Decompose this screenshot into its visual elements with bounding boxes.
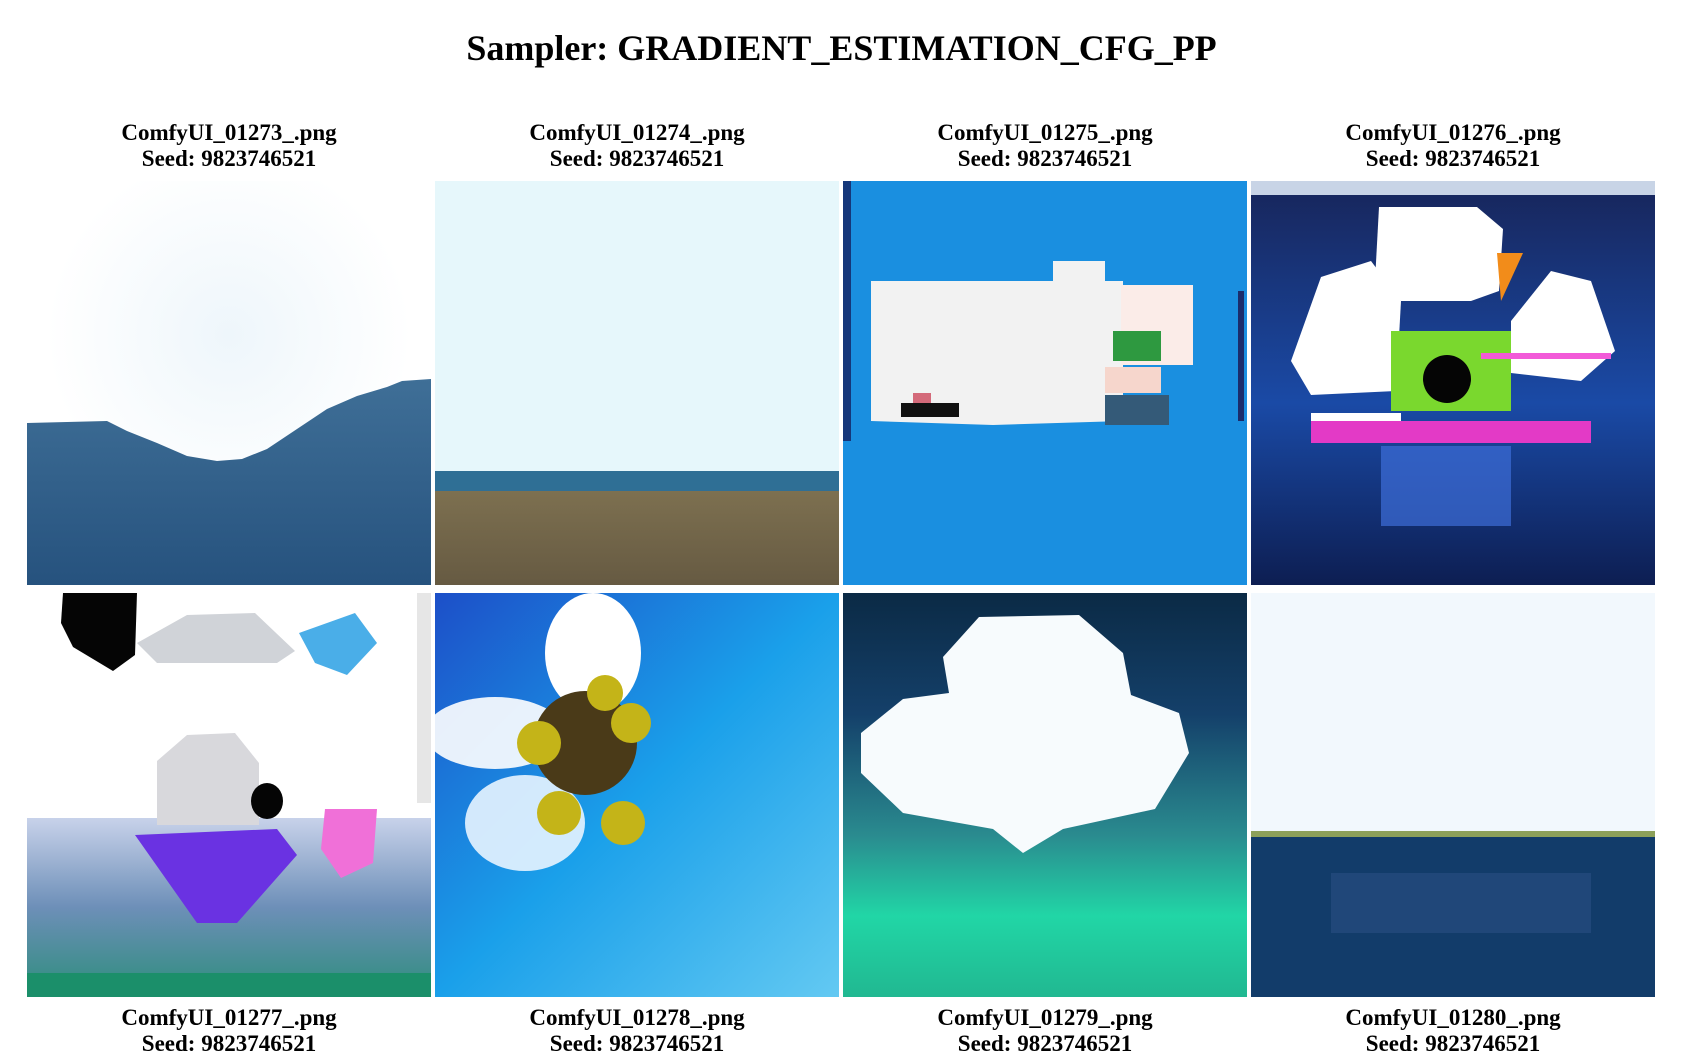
image-filename: ComfyUI_01275_.png <box>937 120 1153 145</box>
generated-image <box>843 593 1247 997</box>
image-filename: ComfyUI_01276_.png <box>1345 120 1561 145</box>
generated-image <box>843 181 1247 585</box>
image-seed: Seed: 9823746521 <box>549 1031 725 1056</box>
generated-image <box>435 181 839 585</box>
page-title: Sampler: GRADIENT_ESTIMATION_CFG_PP <box>466 28 1217 68</box>
image-seed: Seed: 9823746521 <box>957 146 1133 171</box>
generated-image <box>27 593 431 997</box>
image-caption: ComfyUI_01276_.png Seed: 9823746521 <box>1251 120 1655 172</box>
image-seed: Seed: 9823746521 <box>1365 146 1541 171</box>
image-caption: ComfyUI_01277_.png Seed: 9823746521 <box>27 1005 431 1057</box>
image-seed: Seed: 9823746521 <box>549 146 725 171</box>
image-filename: ComfyUI_01278_.png <box>529 1005 745 1030</box>
generated-image <box>1251 181 1655 585</box>
image-caption: ComfyUI_01280_.png Seed: 9823746521 <box>1251 1005 1655 1057</box>
generated-image <box>435 593 839 997</box>
image-filename: ComfyUI_01279_.png <box>937 1005 1153 1030</box>
image-filename: ComfyUI_01277_.png <box>121 1005 337 1030</box>
image-filename: ComfyUI_01274_.png <box>529 120 745 145</box>
image-caption: ComfyUI_01278_.png Seed: 9823746521 <box>435 1005 839 1057</box>
image-seed: Seed: 9823746521 <box>141 1031 317 1056</box>
image-filename: ComfyUI_01273_.png <box>121 120 337 145</box>
image-caption: ComfyUI_01273_.png Seed: 9823746521 <box>27 120 431 172</box>
image-seed: Seed: 9823746521 <box>141 146 317 171</box>
image-filename: ComfyUI_01280_.png <box>1345 1005 1561 1030</box>
image-caption: ComfyUI_01274_.png Seed: 9823746521 <box>435 120 839 172</box>
generated-image <box>1251 593 1655 997</box>
image-seed: Seed: 9823746521 <box>957 1031 1133 1056</box>
image-seed: Seed: 9823746521 <box>1365 1031 1541 1056</box>
image-caption: ComfyUI_01279_.png Seed: 9823746521 <box>843 1005 1247 1057</box>
image-caption: ComfyUI_01275_.png Seed: 9823746521 <box>843 120 1247 172</box>
generated-image <box>27 181 431 585</box>
